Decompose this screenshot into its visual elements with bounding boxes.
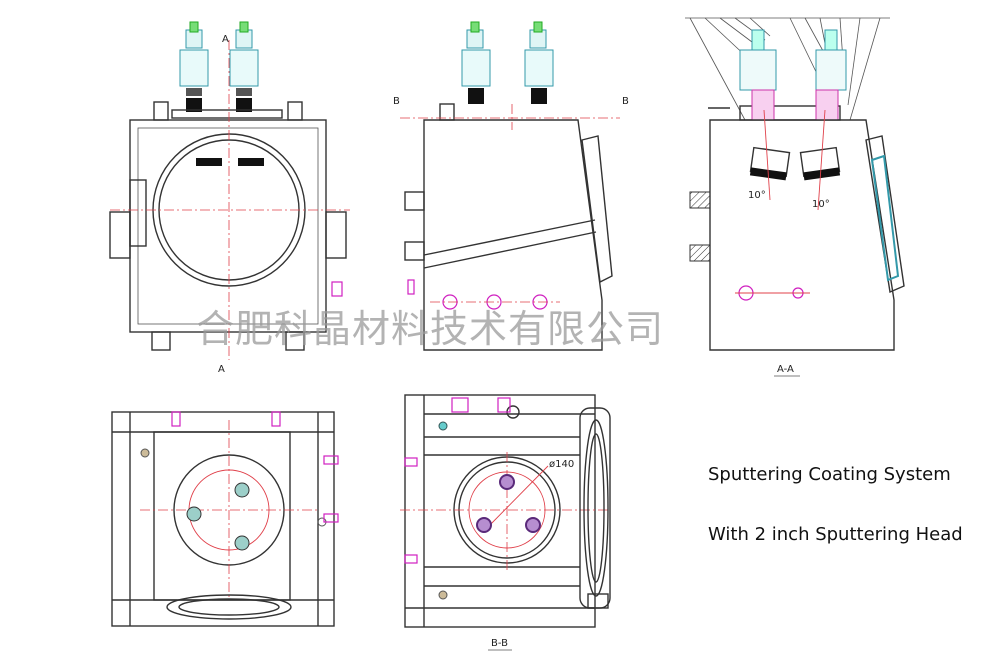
- company-watermark: 合肥科晶材料技术有限公司: [196, 307, 664, 351]
- side-view: B B: [393, 21, 629, 351]
- angle-label-left: 10°: [748, 190, 766, 201]
- diameter-label: ø140: [549, 459, 574, 470]
- top-view: [111, 411, 339, 627]
- angle-label-right: 10°: [812, 199, 830, 210]
- section-marker-b-left: B: [393, 96, 400, 107]
- sputter-head-left: [179, 21, 209, 112]
- section-aa-view: 10° 10° A-A: [685, 17, 905, 377]
- caption-title: Sputtering Coating System: [708, 464, 951, 485]
- section-bb-view: ø140 B-B: [400, 394, 611, 651]
- section-marker-a-bottom: A: [218, 364, 225, 375]
- front-view: A A: [109, 21, 350, 375]
- sputter-head-right: [229, 21, 259, 112]
- view-label-aa: A-A: [777, 364, 794, 375]
- view-label-bb: B-B: [491, 638, 508, 649]
- section-marker-b-right: B: [622, 96, 629, 107]
- caption-subtitle: With 2 inch Sputtering Head: [708, 524, 963, 545]
- section-marker-a-top: A: [222, 34, 229, 45]
